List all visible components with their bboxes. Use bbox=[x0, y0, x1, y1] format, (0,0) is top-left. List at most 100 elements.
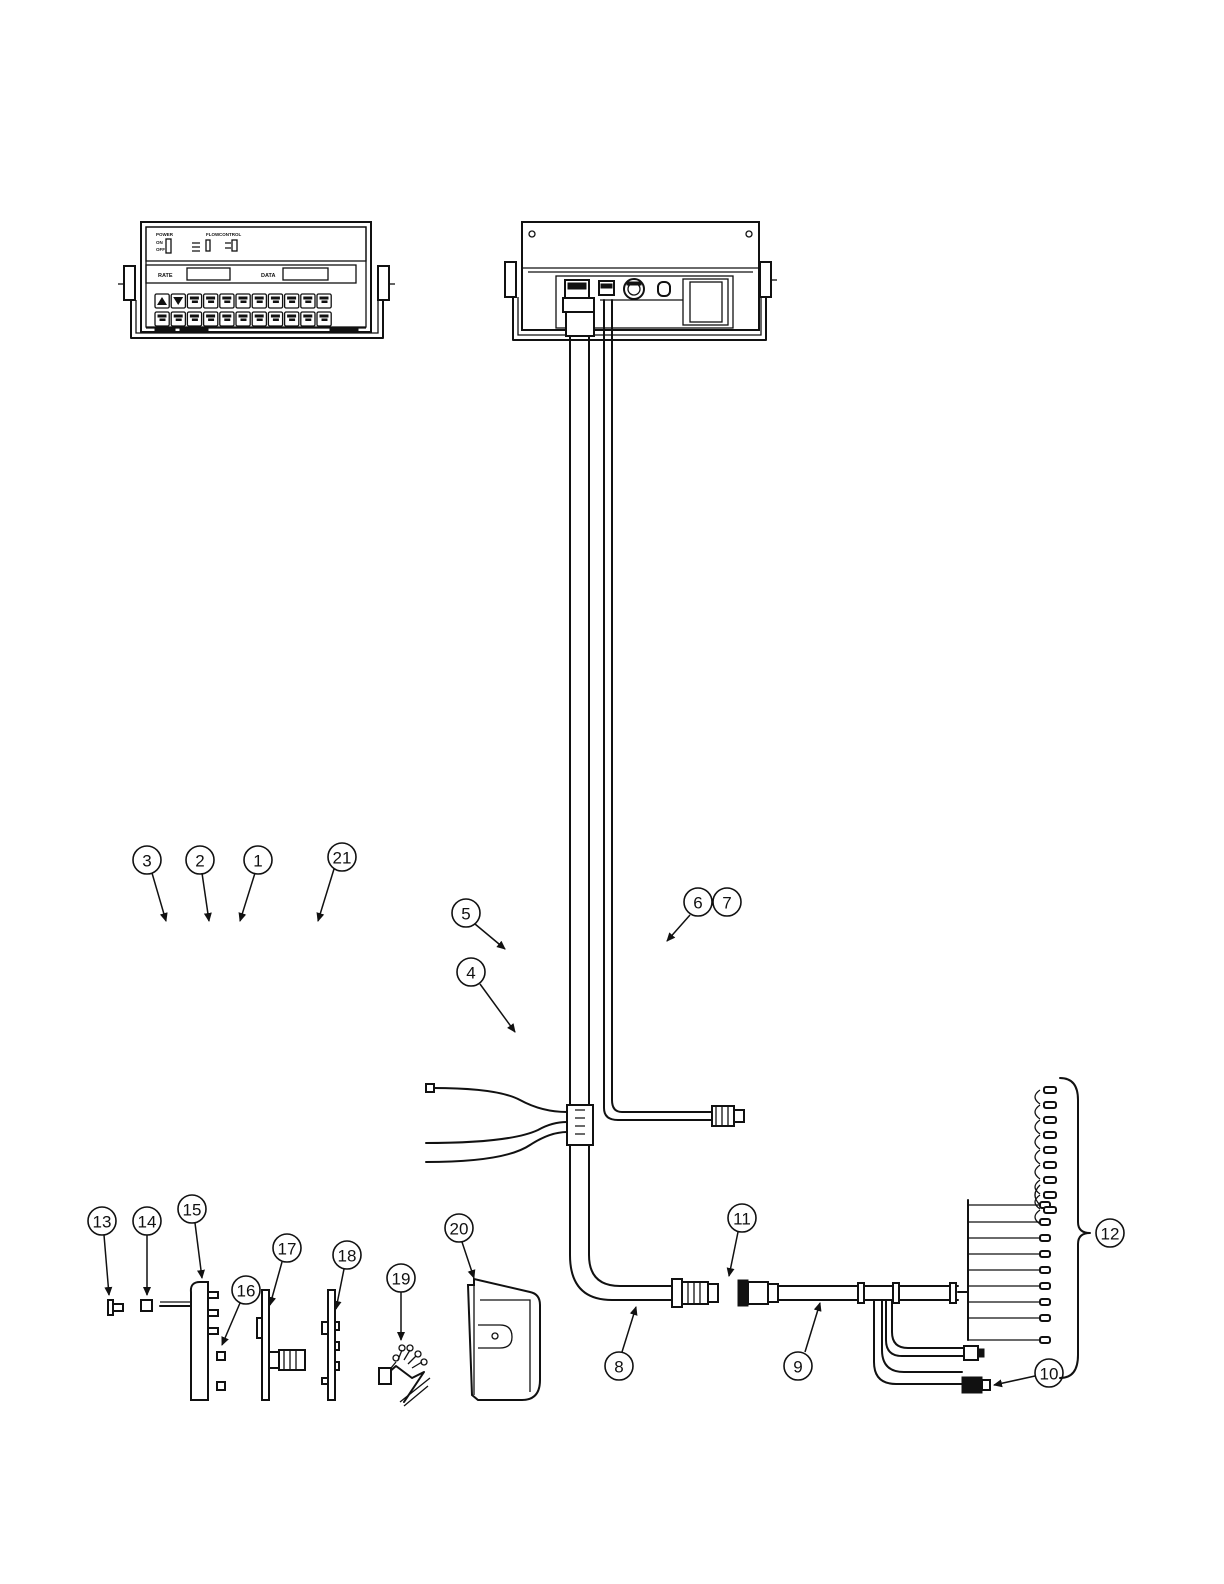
label-power: POWER bbox=[156, 232, 174, 237]
key-legend bbox=[273, 301, 278, 303]
key-legend bbox=[207, 297, 215, 299]
brand-mark bbox=[155, 329, 175, 332]
key-legend bbox=[192, 301, 197, 303]
cover-body bbox=[468, 1279, 540, 1400]
callout-16: 16 bbox=[222, 1276, 260, 1345]
console-rear bbox=[505, 222, 777, 340]
spade-terminal bbox=[1044, 1132, 1056, 1138]
loop-wire bbox=[1035, 1090, 1040, 1104]
cable-tie bbox=[858, 1283, 864, 1303]
key-legend bbox=[190, 297, 198, 299]
key-legend bbox=[209, 301, 214, 303]
loop-wire bbox=[1035, 1150, 1040, 1164]
spade-terminal bbox=[1044, 1117, 1056, 1123]
callout-number: 5 bbox=[461, 905, 470, 924]
speed-connector-tip bbox=[734, 1110, 744, 1122]
ribbon-connector bbox=[279, 1350, 305, 1370]
callout-19: 19 bbox=[387, 1264, 415, 1340]
leader-arrow bbox=[270, 1262, 282, 1305]
key-legend bbox=[209, 319, 214, 321]
label-off: OFF bbox=[156, 247, 165, 252]
sensor-plug bbox=[962, 1377, 982, 1393]
wire-harness bbox=[379, 1345, 430, 1406]
switch-plate bbox=[191, 1282, 208, 1400]
harness-plug bbox=[379, 1368, 391, 1384]
key-legend bbox=[320, 297, 328, 299]
leader-arrow bbox=[729, 1232, 738, 1276]
plate-tab bbox=[208, 1328, 218, 1334]
bracket-knob-right bbox=[378, 266, 389, 300]
key-legend bbox=[273, 319, 278, 321]
speed-cable-b bbox=[612, 300, 712, 1112]
spade-terminal bbox=[1040, 1235, 1050, 1241]
callout-number: 12 bbox=[1101, 1225, 1120, 1244]
callout-8: 8 bbox=[605, 1307, 636, 1380]
spade-terminal bbox=[1040, 1299, 1050, 1305]
leader-arrow bbox=[667, 915, 690, 941]
loop-wire bbox=[1035, 1120, 1040, 1134]
splice-block bbox=[567, 1105, 593, 1145]
key-legend bbox=[158, 315, 166, 317]
leader-arrow bbox=[475, 924, 505, 949]
key-legend bbox=[288, 315, 296, 317]
valve-plug bbox=[964, 1346, 978, 1360]
label-data: DATA bbox=[261, 273, 275, 279]
cable-collar bbox=[566, 312, 594, 336]
key-legend bbox=[176, 319, 181, 321]
cap-rim bbox=[627, 282, 641, 285]
key-legend bbox=[223, 315, 231, 317]
spade-terminal bbox=[1044, 1192, 1056, 1198]
leader-arrow bbox=[462, 1242, 474, 1278]
key-legend bbox=[225, 319, 230, 321]
callout-11: 11 bbox=[728, 1204, 756, 1276]
breakout-upper-2 bbox=[892, 1300, 964, 1348]
speed-cable-a bbox=[604, 300, 712, 1120]
callout-number: 10 bbox=[1040, 1365, 1059, 1384]
callout-17: 17 bbox=[270, 1234, 301, 1305]
rear-knob-right bbox=[760, 262, 771, 297]
key-legend bbox=[255, 297, 263, 299]
callout-number: 19 bbox=[392, 1270, 411, 1289]
callout-7: 7 bbox=[713, 888, 741, 916]
spacer bbox=[141, 1300, 152, 1311]
callout-number: 2 bbox=[195, 852, 204, 871]
power-lead-3 bbox=[426, 1132, 567, 1162]
callout-number: 4 bbox=[466, 964, 475, 983]
callout-number: 13 bbox=[93, 1213, 112, 1232]
key-legend bbox=[257, 319, 262, 321]
leader-arrow bbox=[202, 873, 209, 921]
callout-6: 6 bbox=[667, 888, 712, 941]
callout-number: 8 bbox=[614, 1358, 623, 1377]
callout-number: 21 bbox=[333, 849, 352, 868]
callout-1: 1 bbox=[240, 846, 272, 921]
callout-5: 5 bbox=[452, 899, 505, 949]
board-header bbox=[269, 1352, 279, 1368]
cable-tie bbox=[950, 1283, 956, 1303]
key-legend bbox=[160, 319, 165, 321]
leader-arrow bbox=[240, 873, 255, 921]
loop-wire bbox=[1035, 1165, 1040, 1179]
board-tab bbox=[335, 1322, 339, 1330]
callout-15: 15 bbox=[178, 1195, 206, 1278]
key-legend bbox=[322, 301, 327, 303]
key-legend bbox=[306, 319, 311, 321]
plate-nut bbox=[217, 1382, 225, 1390]
wire-end bbox=[415, 1351, 421, 1357]
key-legend bbox=[207, 315, 215, 317]
key-legend bbox=[174, 315, 182, 317]
callout-number: 17 bbox=[278, 1240, 297, 1259]
board-component bbox=[257, 1318, 262, 1338]
spade-terminal bbox=[1040, 1251, 1050, 1257]
rear-cover bbox=[468, 1279, 540, 1400]
key-legend bbox=[320, 315, 328, 317]
leader-arrow bbox=[336, 1269, 344, 1309]
key-legend bbox=[255, 315, 263, 317]
power-lead-2 bbox=[426, 1122, 567, 1143]
callout-number: 18 bbox=[338, 1247, 357, 1266]
leader-arrow bbox=[195, 1223, 202, 1278]
spade-terminal bbox=[1040, 1267, 1050, 1273]
key-legend bbox=[304, 297, 312, 299]
leader-arrow bbox=[805, 1303, 820, 1352]
key-legend bbox=[241, 319, 246, 321]
